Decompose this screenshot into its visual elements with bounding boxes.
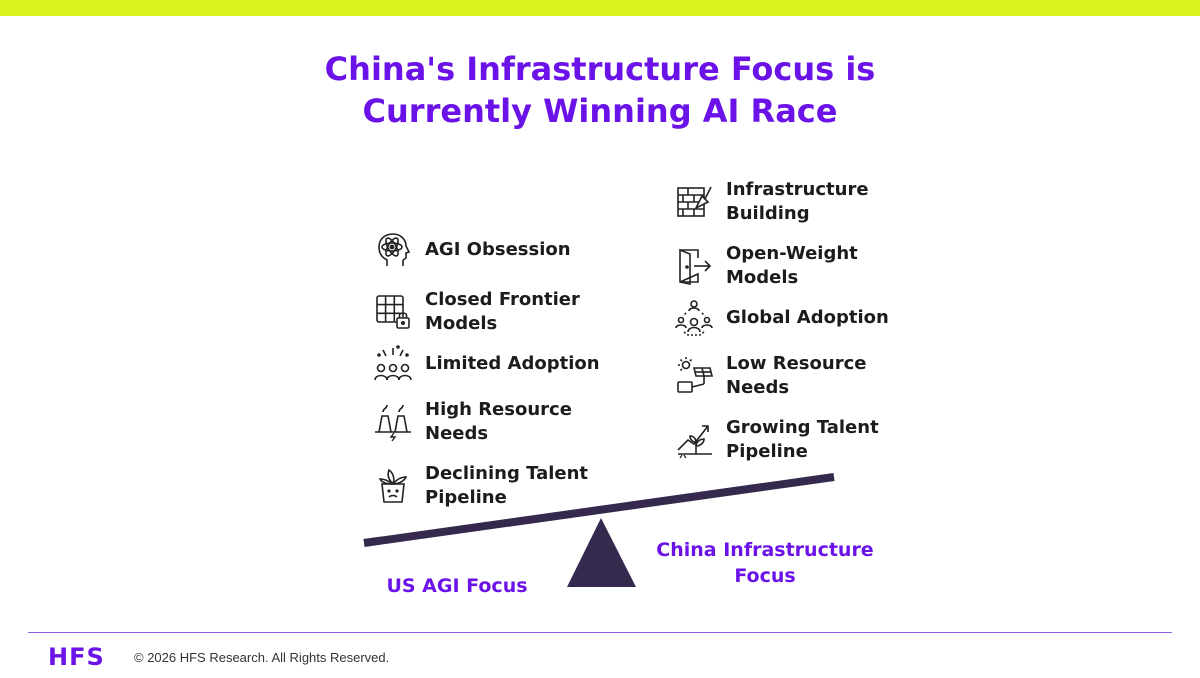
china-item-label: Open-Weight Models bbox=[726, 243, 858, 288]
growing-plant-icon bbox=[674, 420, 714, 460]
china-item-label: Infrastructure Building bbox=[726, 179, 869, 224]
footer-divider bbox=[28, 632, 1172, 633]
title-line-1: China's Infrastructure Focus is bbox=[324, 50, 876, 88]
china-item-label: Growing Talent Pipeline bbox=[726, 417, 879, 462]
china-item-infrastructure-building: Infrastructure Building bbox=[674, 178, 906, 226]
solar-panel-icon bbox=[674, 356, 714, 396]
wilting-plant-icon bbox=[373, 466, 413, 506]
china-item-growing-talent-pipeline: Growing Talent Pipeline bbox=[674, 416, 906, 464]
us-item-label: Limited Adoption bbox=[425, 353, 600, 374]
copyright-text: © 2026 HFS Research. All Rights Reserved… bbox=[134, 650, 390, 665]
china-side-label: China Infrastructure Focus bbox=[656, 539, 874, 587]
china-item-label: Global Adoption bbox=[726, 307, 889, 328]
china-item-global-adoption: Global Adoption bbox=[674, 298, 906, 338]
us-item-high-resource-needs: High Resource Needs bbox=[373, 398, 605, 446]
us-item-label: AGI Obsession bbox=[425, 239, 571, 260]
network-people-icon bbox=[674, 298, 714, 338]
china-item-label: Low Resource Needs bbox=[726, 353, 867, 398]
us-item-label: Declining Talent Pipeline bbox=[425, 463, 589, 508]
us-item-declining-talent-pipeline: Declining Talent Pipeline bbox=[373, 462, 605, 510]
us-item-agi-obsession: AGI Obsession bbox=[373, 230, 605, 270]
top-accent-bar bbox=[0, 0, 1200, 16]
us-item-label: High Resource Needs bbox=[425, 399, 572, 444]
us-item-label: Closed Frontier Models bbox=[425, 289, 580, 334]
title-line-2: Currently Winning AI Race bbox=[362, 92, 838, 130]
us-item-limited-adoption: Limited Adoption bbox=[373, 344, 605, 384]
hfs-logo: HFS bbox=[48, 643, 105, 671]
open-door-icon bbox=[674, 246, 714, 286]
us-item-closed-frontier-models: Closed Frontier Models bbox=[373, 288, 605, 336]
china-item-low-resource-needs: Low Resource Needs bbox=[674, 352, 906, 400]
atom-head-icon bbox=[373, 230, 413, 270]
power-plant-icon bbox=[373, 402, 413, 442]
brick-wall-trowel-icon bbox=[674, 182, 714, 222]
china-item-open-weight-models: Open-Weight Models bbox=[674, 242, 906, 290]
page-title: China's Infrastructure Focus is Currentl… bbox=[100, 48, 1100, 132]
grid-lock-icon bbox=[373, 292, 413, 332]
us-side-label: US AGI Focus bbox=[386, 575, 528, 597]
seesaw-fulcrum bbox=[567, 518, 636, 587]
small-group-icon bbox=[373, 344, 413, 384]
